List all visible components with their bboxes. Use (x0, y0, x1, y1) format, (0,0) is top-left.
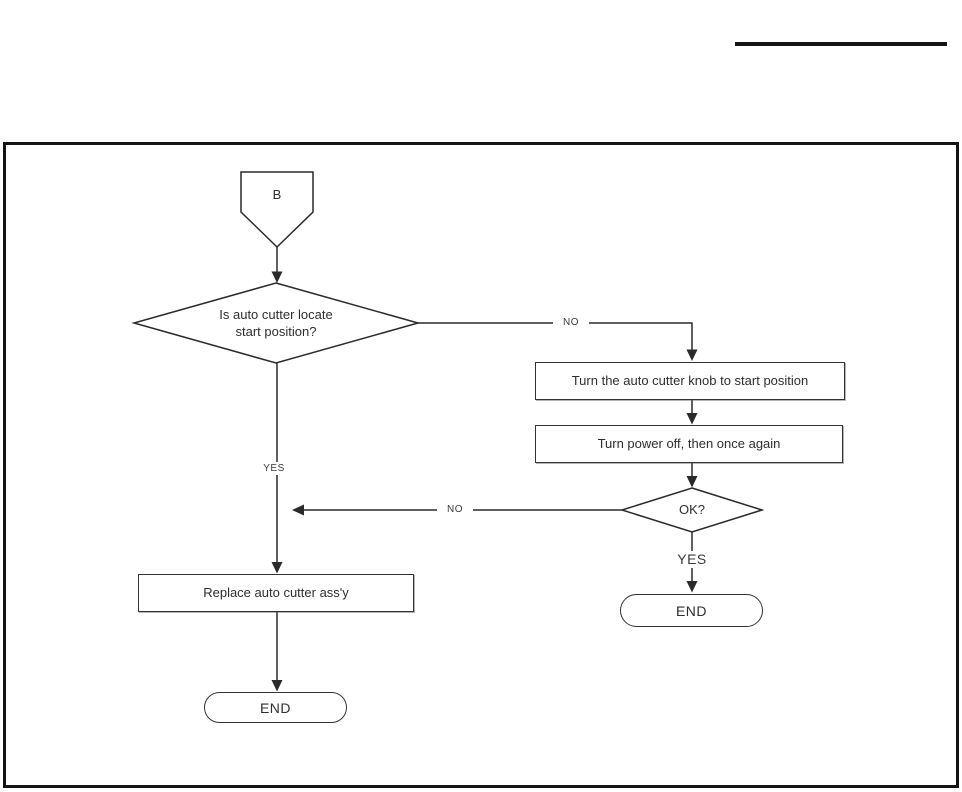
decision-start-position-line2: start position? (235, 324, 317, 339)
arrowhead-into-decision (271, 271, 283, 283)
branch-label-yes-left: YES (256, 462, 292, 475)
branch-label-yes-bottom: YES (670, 551, 714, 568)
decision-ok-label: OK? (678, 502, 705, 517)
branch-label-no-top: NO (553, 316, 589, 329)
arrowhead-into-end-right (686, 581, 698, 593)
arrowhead-into-replace (271, 562, 283, 574)
process-turn-knob: Turn the auto cutter knob to start posit… (535, 362, 845, 400)
decision-start-position-label: Is auto cutter locate start position? (166, 306, 386, 340)
process-replace-cutter: Replace auto cutter ass'y (138, 574, 414, 612)
arrowhead-ok-no-left (292, 504, 304, 516)
off-page-connector-shape (240, 171, 314, 249)
end-terminator-right: END (620, 594, 763, 627)
arrowhead-into-decision-ok (686, 476, 698, 488)
branch-label-no-left: NO (437, 503, 473, 516)
arrowhead-into-end-left (271, 680, 283, 692)
process-power-cycle: Turn power off, then once again (535, 425, 843, 463)
flowchart-frame (3, 142, 959, 788)
wire-no-to-process1 (418, 322, 693, 357)
decision-start-position-line1: Is auto cutter locate (219, 307, 333, 322)
decision-start-position-shape (131, 282, 421, 364)
end-terminator-left: END (204, 692, 347, 723)
arrowhead-into-process2 (686, 413, 698, 425)
arrowhead-into-process1 (686, 349, 698, 361)
header-rule (735, 42, 947, 46)
off-page-connector-label: B (272, 187, 282, 202)
